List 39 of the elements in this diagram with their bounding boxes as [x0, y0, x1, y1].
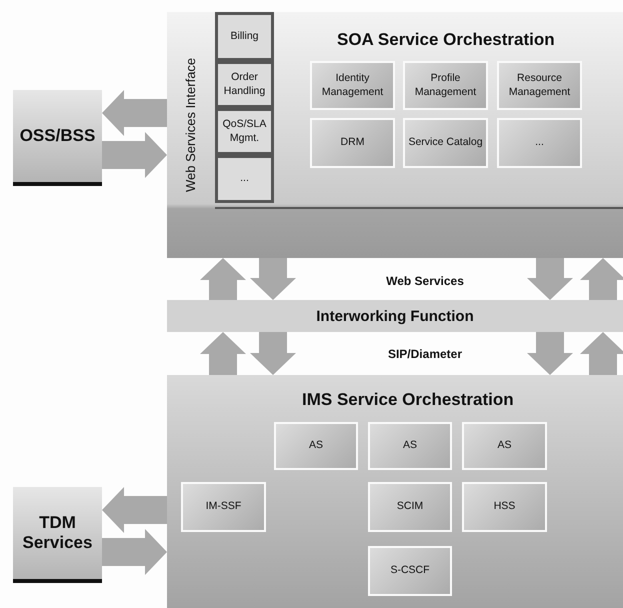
component-box: Identity Management	[310, 61, 395, 110]
system-box: TDM Services	[13, 487, 102, 583]
block-arrow	[102, 90, 167, 136]
interface-cell: Billing	[215, 12, 274, 61]
component-box: Service Catalog	[403, 118, 488, 168]
interface-cell: Order Handling	[215, 61, 274, 108]
block-arrow	[527, 332, 573, 375]
interworking-band: Interworking Function	[167, 300, 623, 332]
component-box: IM-SSF	[181, 482, 266, 532]
block-arrow	[102, 529, 167, 575]
component-box: S-CSCF	[368, 546, 452, 596]
interface-label: Web Services	[385, 274, 465, 288]
interface-label: SIP/Diameter	[386, 347, 464, 361]
orchestration-panel	[167, 375, 623, 608]
vertical-label: Web Services Interface	[183, 56, 198, 192]
block-arrow	[250, 332, 296, 375]
component-box: AS	[368, 422, 452, 470]
system-box: OSS/BSS	[13, 90, 102, 186]
block-arrow	[200, 258, 246, 300]
block-arrow	[580, 332, 623, 375]
component-box: ...	[497, 118, 582, 168]
panel-heading: SOA Service Orchestration	[337, 30, 555, 50]
interface-cell: ...	[215, 155, 274, 203]
block-arrow	[580, 258, 623, 300]
component-box: SCIM	[368, 482, 452, 532]
component-box: DRM	[310, 118, 395, 168]
component-box: HSS	[462, 482, 547, 532]
block-arrow	[102, 487, 167, 533]
block-arrow	[102, 132, 167, 178]
panel-heading: IMS Service Orchestration	[302, 390, 514, 410]
component-box: AS	[274, 422, 358, 470]
orchestration-panel	[167, 12, 623, 258]
component-box: AS	[462, 422, 547, 470]
component-box: Resource Management	[497, 61, 582, 110]
block-arrow	[200, 332, 246, 375]
block-arrow	[250, 258, 296, 300]
interface-cell: QoS/SLA Mgmt.	[215, 108, 274, 155]
component-box: Profile Management	[403, 61, 488, 110]
block-arrow	[527, 258, 573, 300]
